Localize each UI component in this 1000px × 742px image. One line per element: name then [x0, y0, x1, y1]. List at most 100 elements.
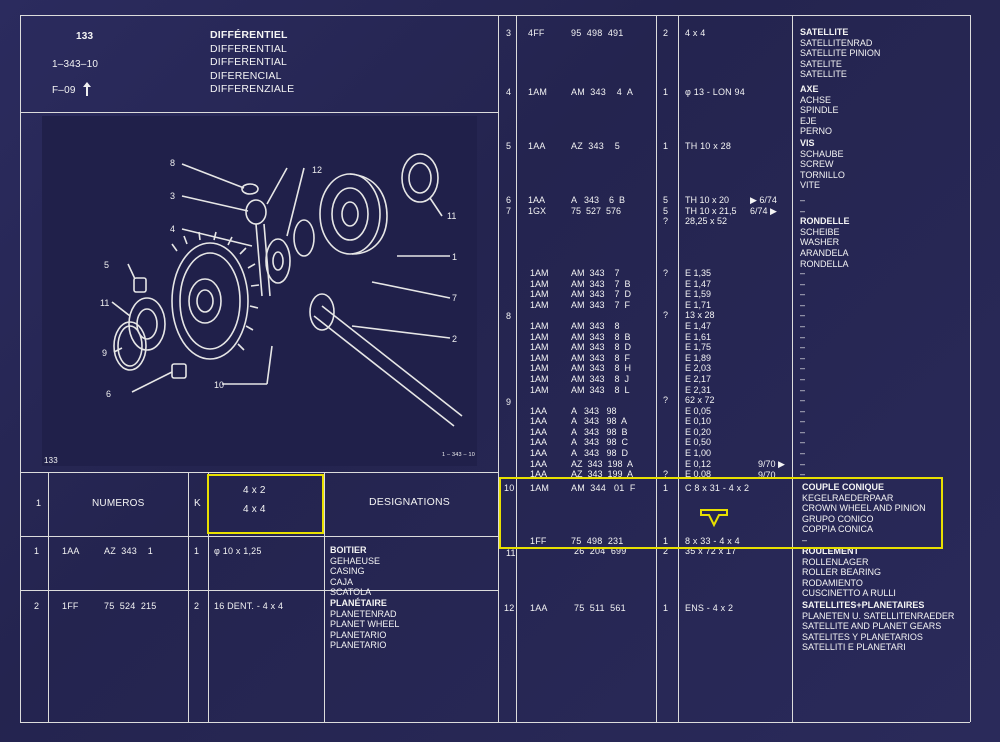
col-header-numeros: NUMEROS	[92, 498, 145, 509]
date-range: ▶ 6/74	[750, 195, 777, 205]
specification: TH 10 x 20	[685, 195, 730, 205]
part-numbers: A 343 6 B 75 527 576	[571, 195, 625, 216]
figure-reference: F–09	[52, 85, 76, 96]
designation-it: COPPIA CONICA	[802, 524, 874, 535]
item-number: 6	[506, 195, 512, 205]
figure-divider	[20, 472, 498, 473]
group-code: 1FF	[62, 601, 79, 611]
callout-12: 12	[312, 165, 322, 175]
part-number: AM 343 7 D	[571, 289, 632, 300]
item-number: 3	[506, 28, 512, 38]
designation-de: SCHAUBE	[800, 148, 844, 159]
border-top	[20, 15, 970, 16]
designation-en: WASHER	[800, 237, 840, 248]
date-range: 9/70	[758, 469, 776, 480]
quantity: 2	[194, 601, 200, 611]
item-number: 8	[506, 311, 512, 321]
designation-fr: VIS	[800, 138, 815, 148]
designation-it: VITE	[800, 180, 821, 191]
col-divider-2	[188, 472, 189, 722]
item-number: 5	[506, 141, 512, 151]
quantity: 5	[663, 205, 669, 216]
highlight-box-variants	[207, 474, 324, 534]
dash: –	[800, 447, 806, 458]
exploded-view-figure: 8 3 12 4 1 5 11 7 2 9 6 10 11	[42, 116, 477, 466]
title-es: DIFERENCIAL	[210, 69, 282, 82]
quantity	[663, 437, 668, 448]
part-number: AM 343 8 J	[571, 373, 630, 384]
specification: 28,25 x 52	[685, 216, 728, 227]
dash: –	[800, 352, 806, 363]
specification: E 1,61	[685, 331, 712, 342]
callout-6: 6	[106, 389, 111, 399]
part-number: A 343 98	[571, 405, 617, 416]
quantity: 1	[194, 546, 200, 556]
callout-4: 4	[170, 224, 175, 234]
part-number: AM 343 8 B	[571, 331, 631, 342]
designation-list: SATELLITE SATELLITENRAD SATELLITE PINION…	[800, 27, 880, 80]
date-ranges: 9/70 ▶ 9/70	[758, 459, 785, 480]
specification: E 2,31	[685, 384, 712, 395]
quantity	[663, 427, 668, 438]
specification: TH 10 x 28	[685, 141, 732, 151]
designation-es: SATELITE	[800, 58, 842, 69]
designation-es: SATELITES Y PLANETARIOS	[802, 631, 923, 642]
callout-5: 5	[104, 260, 109, 270]
designation-de: ACHSE	[800, 94, 832, 105]
specification: E 0,05	[685, 405, 712, 416]
group-code: 1AM	[530, 342, 549, 353]
part-number: A 343 98 D	[571, 447, 629, 458]
part-number: A 343 98 C	[571, 437, 629, 448]
designation-it: PERNO	[800, 126, 833, 137]
item-number: 4	[506, 87, 512, 97]
group-codes: 1AA 1GX	[528, 195, 546, 216]
designation-en: SPINDLE	[800, 105, 839, 116]
item-number: 7	[506, 205, 512, 216]
center-divider	[498, 15, 499, 722]
designation-list: SATELLITES+PLANETAIRES PLANETEN U. SATEL…	[802, 600, 954, 653]
specification: 4 x 4	[685, 28, 706, 38]
designation-list: BOITIER GEHAEUSE CASING CAJA SCATOLA	[330, 545, 380, 598]
specification: E 1,75	[685, 342, 712, 353]
callout-11-right: 11	[447, 211, 456, 221]
dash: –	[800, 205, 806, 216]
dash: –	[800, 278, 806, 289]
quantity: 2	[663, 28, 669, 38]
specification: ENS - 4 x 2	[685, 603, 734, 613]
differential-exploded-drawing: 8 3 12 4 1 5 11 7 2 9 6 10 11	[100, 153, 463, 427]
quantity: ?	[663, 395, 669, 405]
dash: –	[800, 469, 806, 480]
quantities: 5 5 ?	[663, 195, 668, 227]
border-right	[970, 15, 971, 722]
up-arrow-icon	[83, 82, 91, 96]
part-number: AM 343 8 D	[571, 342, 632, 353]
dash: –	[800, 299, 806, 310]
col-divider-1	[48, 472, 49, 722]
designation-es: TORNILLO	[800, 169, 845, 180]
quantity: 5	[663, 195, 669, 205]
dash: –	[800, 373, 806, 384]
quantity	[663, 416, 668, 427]
specification: E 2,17	[685, 373, 712, 384]
group-code: 1AA	[530, 603, 548, 613]
group-code: 1AM	[530, 363, 549, 374]
quantity	[663, 385, 668, 396]
part-number: A 343 98 A	[571, 416, 628, 427]
designation-fr: SATELLITE	[800, 27, 849, 37]
part-number: AM 343 8	[571, 320, 620, 331]
part-number: AM 343 7 B	[571, 278, 631, 289]
designation-de: ROLLENLAGER	[802, 556, 869, 567]
dash: –	[800, 426, 806, 437]
part-number: A 343 98 B	[571, 426, 628, 437]
dash: –	[800, 363, 806, 374]
rcol-divider-2	[656, 15, 657, 722]
group-code: 4FF	[528, 28, 545, 38]
designation-it: PLANETARIO	[330, 640, 387, 651]
title-en: DIFFERENTIAL	[210, 56, 288, 68]
highlight-box-crown-wheel	[499, 477, 943, 549]
rcol-divider-1	[516, 15, 517, 722]
part-number	[571, 310, 631, 321]
specification: φ 13 - LON 94	[685, 87, 745, 97]
